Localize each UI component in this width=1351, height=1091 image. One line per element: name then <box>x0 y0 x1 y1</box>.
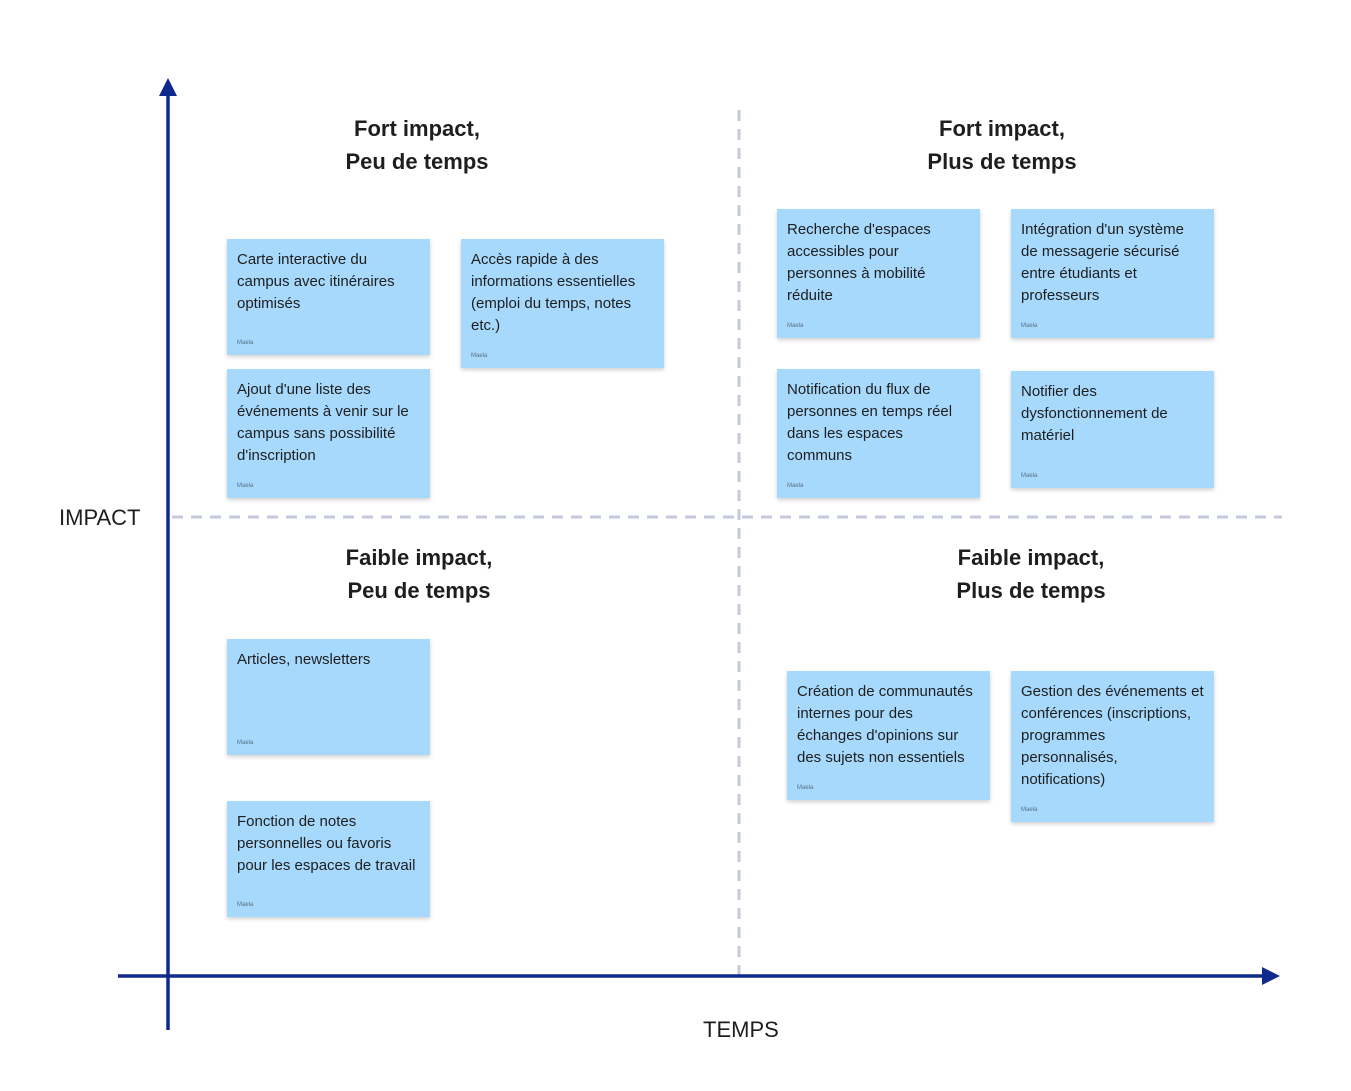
sticky-note-author: Maela <box>237 340 254 346</box>
quadrant-title-bottom-left: Faible impact, Peu de temps <box>259 541 579 607</box>
sticky-note-author: Maela <box>237 740 254 746</box>
sticky-note-text: Recherche d'espaces accessibles pour per… <box>787 221 931 304</box>
impact-axis-label: IMPACT <box>59 505 141 530</box>
sticky-note-author: Maela <box>797 785 814 791</box>
quadrant-title-line: Peu de temps <box>347 578 491 603</box>
sticky-note[interactable]: Création de communautés internes pour de… <box>787 671 990 800</box>
sticky-note-author: Maela <box>787 483 804 489</box>
quadrant-title-line: Plus de temps <box>956 578 1106 603</box>
sticky-note-text: Création de communautés internes pour de… <box>797 683 973 766</box>
quadrant-title-top-right: Fort impact, Plus de temps <box>842 112 1162 178</box>
sticky-note-author: Maela <box>1021 807 1038 813</box>
sticky-note-author: Maela <box>237 902 254 908</box>
sticky-note[interactable]: Gestion des événements et conférences (i… <box>1011 671 1214 822</box>
quadrant-title-line: Fort impact, <box>939 116 1065 141</box>
quadrant-title-top-left: Fort impact, Peu de temps <box>257 112 577 178</box>
quadrant-title-line: Fort impact, <box>354 116 480 141</box>
sticky-note-text: Gestion des événements et conférences (i… <box>1021 683 1204 788</box>
sticky-note-text: Fonction de notes personnelles ou favori… <box>237 813 416 874</box>
quadrant-title-line: Peu de temps <box>345 149 489 174</box>
sticky-note-text: Carte interactive du campus avec itinéra… <box>237 251 395 312</box>
sticky-note-author: Maela <box>787 323 804 329</box>
impact-axis-arrow-icon <box>159 78 177 96</box>
quadrant-title-line: Plus de temps <box>927 149 1077 174</box>
sticky-note-text: Articles, newsletters <box>237 651 371 668</box>
quadrant-title-line: Faible impact, <box>345 545 493 570</box>
sticky-note-author: Maela <box>1021 473 1038 479</box>
quadrant-title-line: Faible impact, <box>957 545 1105 570</box>
sticky-note[interactable]: Notifier des dysfonctionnement de matéri… <box>1011 371 1214 488</box>
sticky-note[interactable]: Accès rapide à des informations essentie… <box>461 239 664 368</box>
sticky-note-text: Notifier des dysfonctionnement de matéri… <box>1021 383 1168 444</box>
sticky-note-text: Notification du flux de personnes en tem… <box>787 381 953 464</box>
sticky-note[interactable]: Articles, newsletters Maela <box>227 639 430 755</box>
sticky-note-text: Intégration d'un système de messagerie s… <box>1021 221 1184 304</box>
sticky-note[interactable]: Fonction de notes personnelles ou favori… <box>227 801 430 917</box>
sticky-note[interactable]: Intégration d'un système de messagerie s… <box>1011 209 1214 338</box>
sticky-note[interactable]: Recherche d'espaces accessibles pour per… <box>777 209 980 338</box>
sticky-note-author: Maela <box>471 353 488 359</box>
quadrant-title-bottom-right: Faible impact, Plus de temps <box>871 541 1191 607</box>
temps-axis-arrow-icon <box>1262 967 1280 985</box>
sticky-note[interactable]: Carte interactive du campus avec itinéra… <box>227 239 430 355</box>
sticky-note-text: Ajout d'une liste des événements à venir… <box>237 381 409 464</box>
sticky-note-text: Accès rapide à des informations essentie… <box>471 251 636 334</box>
sticky-note[interactable]: Notification du flux de personnes en tem… <box>777 369 980 498</box>
sticky-note-author: Maela <box>1021 323 1038 329</box>
temps-axis-label: TEMPS <box>703 1017 779 1042</box>
sticky-note-author: Maela <box>237 483 254 489</box>
sticky-note[interactable]: Ajout d'une liste des événements à venir… <box>227 369 430 498</box>
